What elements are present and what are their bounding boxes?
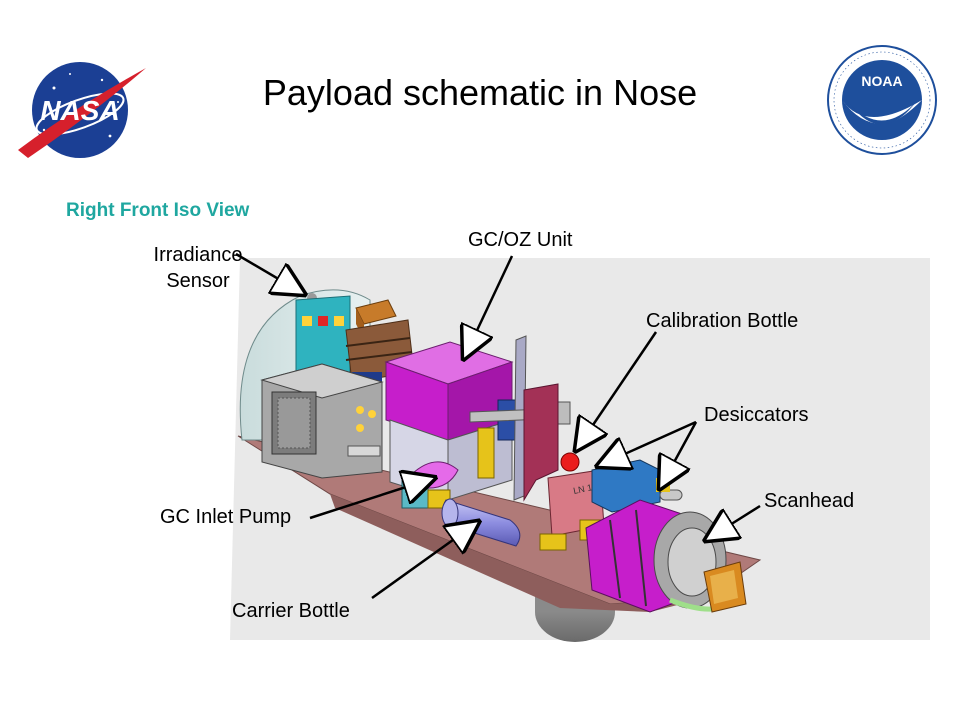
label-desiccators: Desiccators: [704, 404, 809, 426]
slide-title: Payload schematic in Nose: [262, 72, 698, 113]
label-irradiance-sensor: Irradiance Sensor: [142, 242, 254, 294]
maroon-bracket: [523, 383, 559, 502]
label-carrier-bottle: Carrier Bottle: [232, 600, 350, 622]
electronics-panel: [295, 295, 351, 373]
leader-calibration: [576, 331, 658, 450]
calibration-bottle: [560, 452, 580, 472]
label-calibration-bottle: Calibration Bottle: [646, 310, 799, 332]
leader-desiccator-1: [598, 420, 697, 466]
label-gc-inlet-pump: GC Inlet Pump: [160, 506, 292, 528]
svg-text:NASA: NASA: [40, 95, 119, 126]
label-irradiance-line1: Irradiance: [153, 244, 243, 266]
leader-gcoz: [464, 255, 514, 358]
noaa-logo: NOAA: [827, 45, 937, 155]
svg-text:NOAA: NOAA: [861, 73, 902, 89]
desiccator-blue-box: [591, 459, 661, 513]
nasa-logo: NASA: [18, 62, 146, 158]
leader-desiccator-2: [660, 421, 698, 488]
leader-carrier: [371, 522, 478, 600]
leader-gc-inlet: [309, 478, 434, 520]
label-gcoz-unit: GC/OZ Unit: [468, 229, 573, 251]
view-subtitle: Right Front Iso View: [66, 200, 250, 221]
label-scanhead: Scanhead: [764, 490, 855, 512]
leader-scanhead: [706, 504, 761, 540]
leader-irradiance: [235, 252, 304, 294]
label-irradiance-line2: Sensor: [166, 270, 230, 292]
